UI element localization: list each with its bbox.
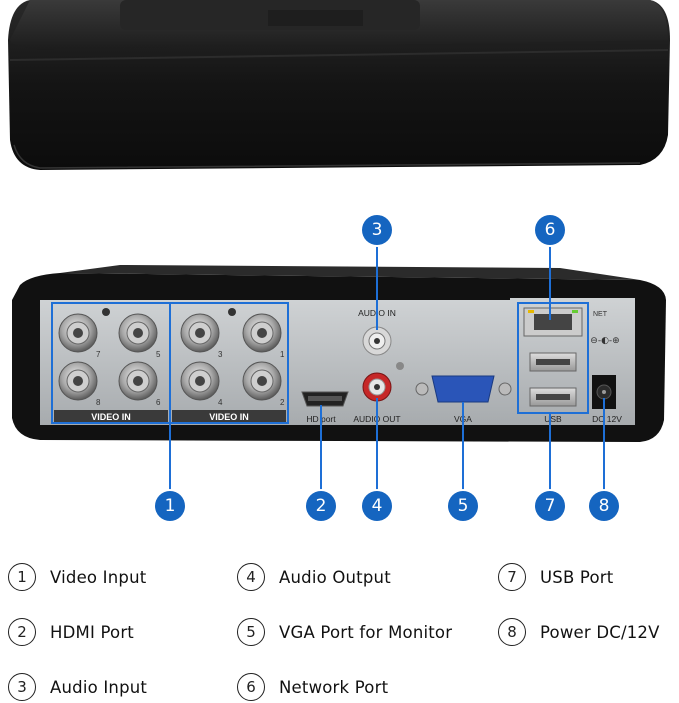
legend-label: HDMI Port bbox=[50, 622, 134, 642]
legend-item: 2 HDMI Port bbox=[8, 617, 134, 647]
svg-text:⊖-◐-⊕: ⊖-◐-⊕ bbox=[590, 336, 619, 346]
port-legend: 1 Video Input 2 HDMI Port 3 Audio Input … bbox=[0, 555, 679, 703]
legend-label: Audio Output bbox=[279, 567, 391, 587]
video-in-right-label: VIDEO IN bbox=[209, 412, 249, 422]
callout-leaders bbox=[169, 246, 605, 490]
legend-label: Power DC/12V bbox=[540, 622, 660, 642]
bnc-number: 8 bbox=[96, 398, 101, 407]
legend-item: 4 Audio Output bbox=[237, 562, 391, 592]
legend-number: 2 bbox=[8, 618, 36, 646]
legend-label: VGA Port for Monitor bbox=[279, 622, 453, 642]
dvr-top-view bbox=[8, 0, 670, 170]
bnc-connector: 4 bbox=[180, 361, 223, 407]
bnc-connector: 8 bbox=[58, 361, 101, 407]
legend-label: Audio Input bbox=[50, 677, 148, 697]
legend-item: 3 Audio Input bbox=[8, 672, 147, 702]
bnc-connector: 1 bbox=[242, 313, 285, 359]
callout-3: 3 bbox=[362, 215, 392, 245]
bnc-connectors: 7 5 3 1 8 6 4 2 bbox=[58, 313, 285, 407]
callout-5: 5 bbox=[448, 491, 478, 521]
callout-8: 8 bbox=[589, 491, 619, 521]
legend-label: Video Input bbox=[50, 567, 147, 587]
legend-item: 8 Power DC/12V bbox=[498, 617, 660, 647]
legend-item: 7 USB Port bbox=[498, 562, 613, 592]
legend-number: 1 bbox=[8, 563, 36, 591]
legend-number: 4 bbox=[237, 563, 265, 591]
bnc-number: 7 bbox=[96, 350, 101, 359]
legend-number: 8 bbox=[498, 618, 526, 646]
bnc-number: 2 bbox=[280, 398, 285, 407]
legend-label: USB Port bbox=[540, 567, 614, 587]
bnc-connector: 7 bbox=[58, 313, 101, 359]
bnc-number: 6 bbox=[156, 398, 161, 407]
bnc-connector: 3 bbox=[180, 313, 223, 359]
net-label: NET bbox=[593, 311, 608, 318]
legend-item: 1 Video Input bbox=[8, 562, 146, 592]
legend-label: Network Port bbox=[279, 677, 389, 697]
callout-2: 2 bbox=[306, 491, 336, 521]
video-in-left-label: VIDEO IN bbox=[91, 412, 131, 422]
legend-item: 6 Network Port bbox=[237, 672, 388, 702]
bnc-number: 3 bbox=[218, 350, 223, 359]
bnc-connector: 6 bbox=[118, 361, 161, 407]
legend-number: 5 bbox=[237, 618, 265, 646]
bnc-connector: 5 bbox=[118, 313, 161, 359]
bnc-number: 1 bbox=[280, 350, 285, 359]
callout-4: 4 bbox=[362, 491, 392, 521]
vga-connector bbox=[431, 375, 495, 403]
dc-label: DC 12V bbox=[592, 414, 622, 424]
legend-item: 5 VGA Port for Monitor bbox=[237, 617, 452, 647]
callout-7: 7 bbox=[535, 491, 565, 521]
callout-6: 6 bbox=[535, 215, 565, 245]
legend-number: 3 bbox=[8, 673, 36, 701]
callout-1: 1 bbox=[155, 491, 185, 521]
bnc-number: 5 bbox=[156, 350, 161, 359]
legend-number: 6 bbox=[237, 673, 265, 701]
usb-label: USB bbox=[544, 414, 562, 424]
bnc-number: 4 bbox=[218, 398, 223, 407]
bnc-connector: 2 bbox=[242, 361, 285, 407]
legend-number: 7 bbox=[498, 563, 526, 591]
